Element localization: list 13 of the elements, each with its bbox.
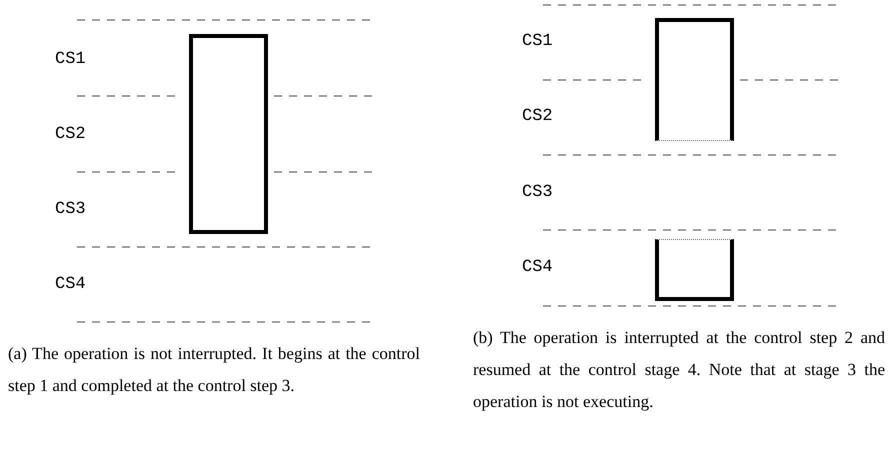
control-step-label: CS3: [55, 200, 86, 220]
figure-caption: (a) The operation is not interrupted. It begins at the control step 1 and completed at the control step 3.: [8, 343, 420, 397]
control-step-label: CS3: [522, 183, 553, 203]
figure-caption: (b) The operation is interrupted at the control step 2 and resumed at the control stage 4. Note that at stage 3 the operation is not executing.: [473, 327, 885, 413]
control-step-label: CS1: [55, 50, 86, 70]
operation-bar: [655, 18, 734, 141]
operation-bar: [189, 34, 268, 234]
control-step-label: CS2: [522, 107, 553, 127]
control-step-label: CS4: [55, 275, 86, 295]
control-step-label: CS4: [522, 258, 553, 278]
control-step-label: CS1: [522, 32, 553, 52]
operation-bar: [655, 239, 734, 301]
control-step-label: CS2: [55, 125, 86, 145]
